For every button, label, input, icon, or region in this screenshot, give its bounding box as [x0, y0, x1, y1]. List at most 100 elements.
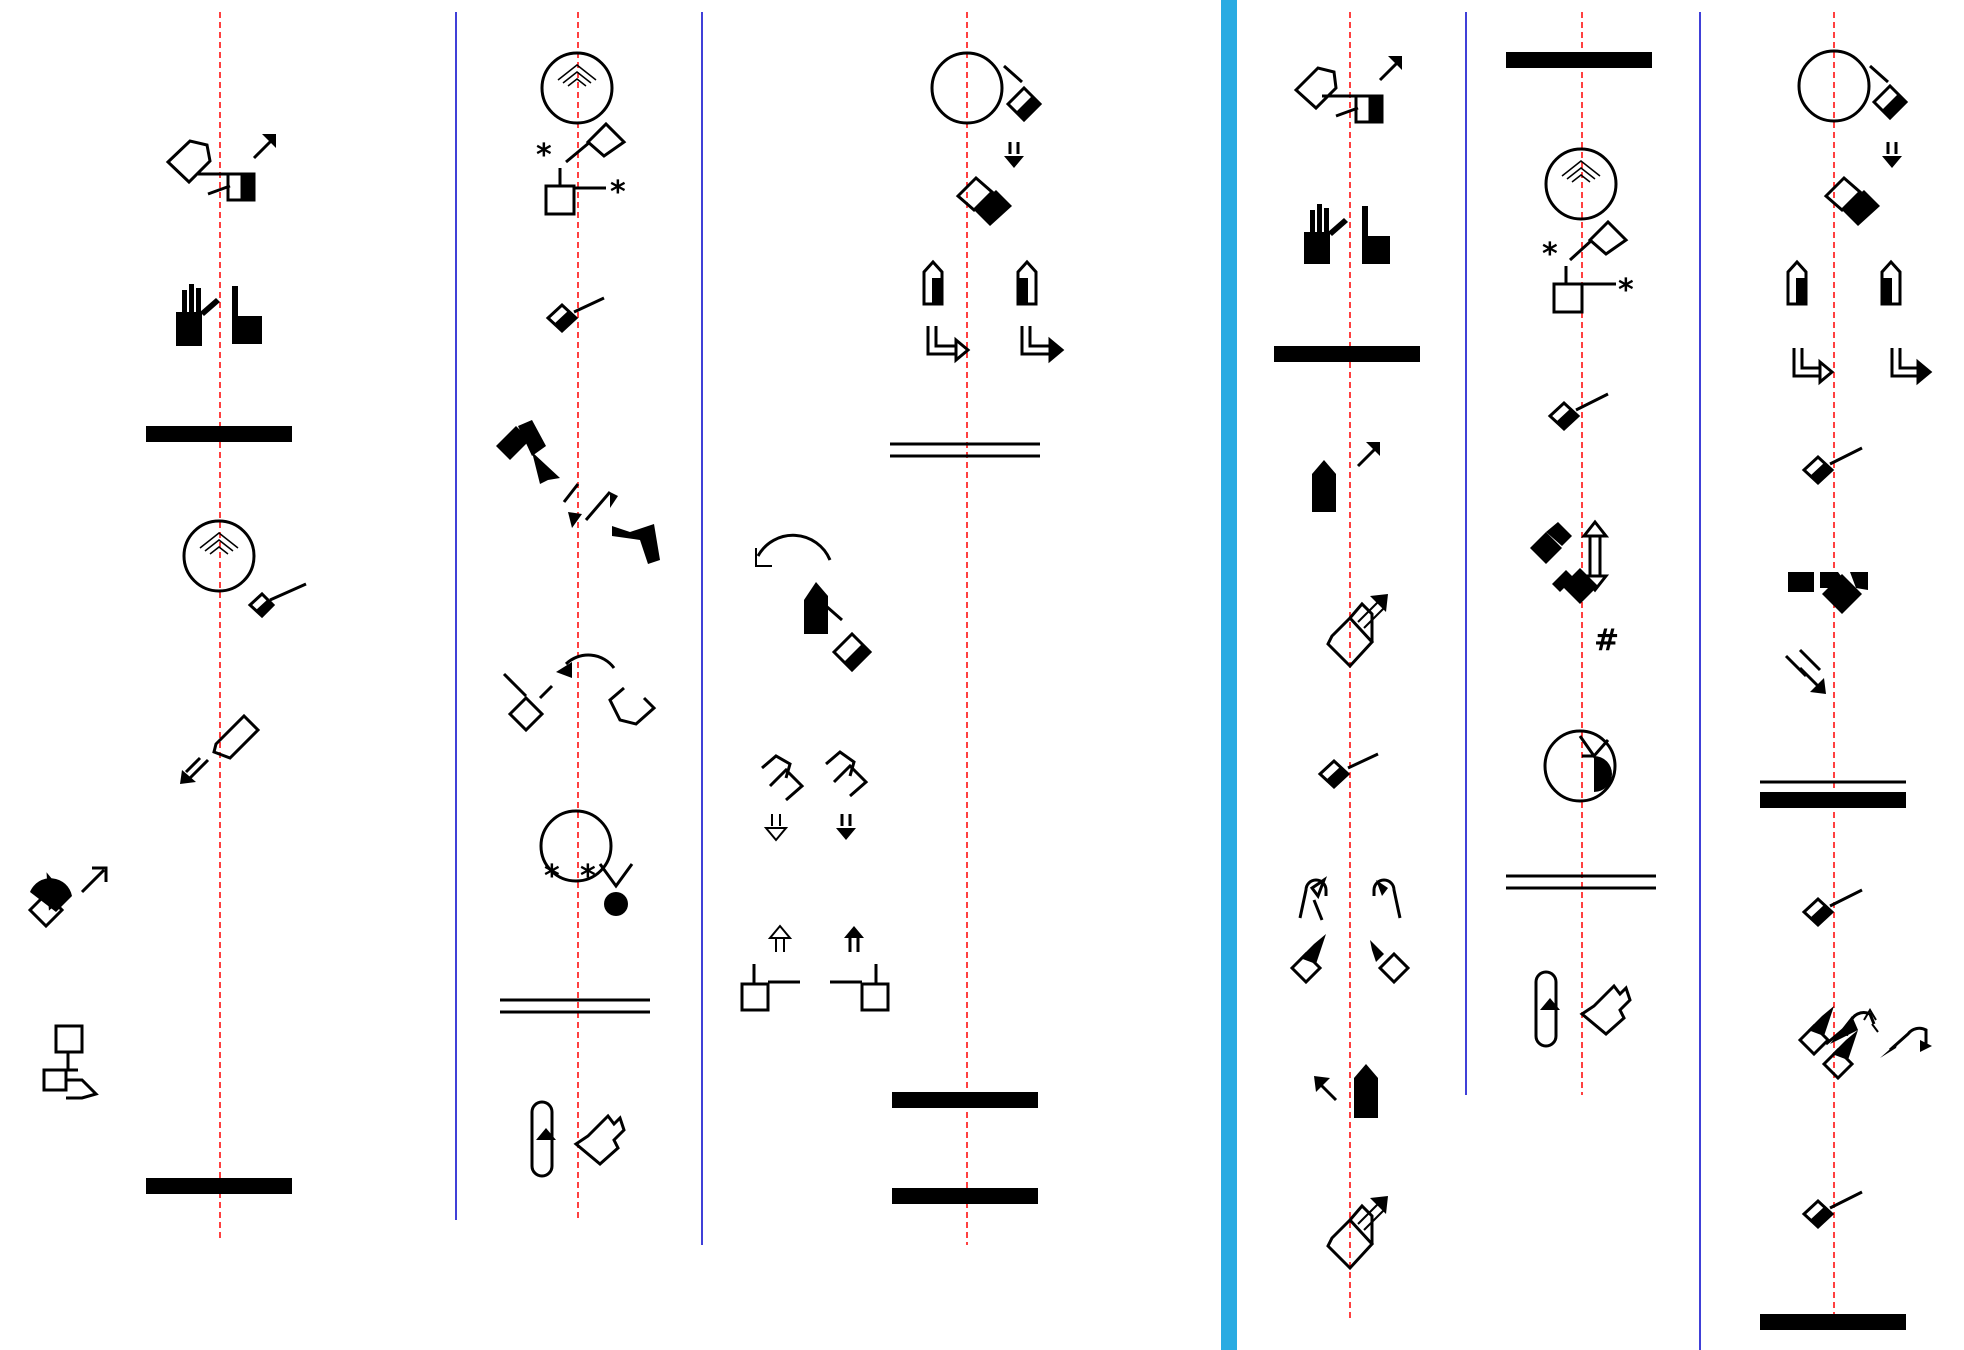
- line-icon: [1312, 899, 1324, 921]
- bent-arrow-icon: [926, 326, 956, 356]
- index-hand-contact-symbol: [1801, 446, 1863, 486]
- hand-shape-icon: [518, 420, 546, 456]
- hands-with-vertical-arrows-symbol: #: [1530, 519, 1619, 658]
- hand-outline-icon: [768, 767, 805, 802]
- line-icon: [1871, 1023, 1879, 1033]
- hand-outline-icon: [573, 1113, 626, 1166]
- hand-outline-icon: [1348, 1203, 1374, 1244]
- hand-fill-icon: [1882, 278, 1892, 304]
- hand-shape-icon: [212, 713, 261, 760]
- arrow-shaft-icon: [1363, 607, 1385, 629]
- curved-arrows-hands-symbol: [1797, 1006, 1932, 1081]
- arrow-head-icon: [1376, 880, 1388, 896]
- twisting-hand-movement-symbol: [496, 420, 660, 564]
- arrow-head-icon: [262, 134, 276, 148]
- index-hand-icon: [232, 286, 238, 344]
- column-4: [740, 533, 890, 1012]
- flat-hands-pair-symbol: [1788, 572, 1868, 614]
- arrow-head-icon: [536, 1128, 556, 1140]
- bent-arrows-pair-symbol: [1792, 348, 1933, 386]
- contact-line-icon: [825, 604, 843, 622]
- arrow-head-icon: [1916, 358, 1933, 386]
- index-hand-contact-symbol: [545, 296, 605, 334]
- box-hands-right-symbol: [42, 1024, 99, 1100]
- contact-line-icon: [1829, 1190, 1863, 1210]
- arrow-shaft-icon: [186, 758, 210, 782]
- arrow-shaft-icon: [80, 868, 106, 894]
- hand-outline-icon: [1823, 175, 1863, 213]
- hand-arrow-diagonal-symbol: [1326, 1196, 1388, 1271]
- hand-shape-icon: [598, 863, 634, 889]
- bent-arrow-icon: [1800, 348, 1820, 370]
- column-6: * * #: [1506, 52, 1656, 1048]
- contact-line-icon: [1869, 64, 1889, 84]
- arrow-head-icon: [1836, 1020, 1852, 1036]
- column-2: * * * *: [496, 51, 660, 1178]
- arrow-head-icon: [1812, 1034, 1840, 1056]
- hand-diamond-icon: [507, 695, 545, 733]
- arrow-shaft-icon: [1798, 648, 1822, 672]
- hand-outline-icon: [1377, 951, 1411, 985]
- contact-line-icon: [1003, 64, 1023, 84]
- hand-fill-icon: [256, 599, 273, 616]
- fist-and-index-hand-symbol: [176, 284, 262, 346]
- curved-arrow-icon: [1298, 878, 1328, 919]
- arrow-shaft-icon: [1357, 601, 1379, 623]
- arrow-head-icon: [1366, 442, 1380, 456]
- hand-fill-icon: [932, 278, 942, 304]
- hand-outline-icon: [46, 872, 66, 911]
- arrow-shaft-icon: [562, 483, 580, 503]
- bar-symbol: [892, 1092, 1038, 1108]
- pinch-hand-move-out-symbol: [1293, 56, 1402, 124]
- hand-fill-icon: [1808, 1006, 1834, 1036]
- hand-fill-icon: [1016, 96, 1040, 120]
- margin-symbols: [27, 866, 108, 1100]
- fist-and-index-hand-symbol: [1304, 204, 1390, 264]
- arrow-head-icon: [1580, 574, 1610, 593]
- finger-icon: [1310, 210, 1315, 234]
- upward-arrows-pair-symbol: [922, 259, 1038, 306]
- hand-fill-icon: [804, 582, 828, 634]
- finger-icon: [200, 298, 220, 316]
- panel-divider: [1221, 0, 1237, 1350]
- hand-fill-icon: [1810, 905, 1832, 925]
- fist-icon: [1304, 232, 1330, 264]
- star-symbol: *: [1618, 273, 1634, 308]
- bent-arrow-icon: [934, 326, 956, 348]
- finger-icon: [189, 284, 194, 312]
- arrow-head-icon: [1540, 998, 1560, 1010]
- arrow-head-icon: [844, 926, 864, 938]
- fist-icon: [176, 312, 202, 346]
- arrow-head-icon: [1810, 678, 1826, 694]
- hand-outline-icon: [1289, 951, 1323, 985]
- hand-shape-icon: [496, 426, 530, 460]
- hand-fill-icon: [1810, 463, 1832, 483]
- face-circle-icon: [539, 809, 613, 883]
- finger-icon: [1324, 208, 1329, 234]
- arrow-head-icon: [1880, 1042, 1898, 1058]
- index-hand-contact-symbol: [1801, 1190, 1863, 1230]
- hand-fill-icon: [1850, 572, 1868, 590]
- contact-line-icon: [1335, 106, 1359, 118]
- contact-line-icon: [207, 184, 231, 196]
- contact-line-icon: [1829, 888, 1863, 908]
- hand-fill-icon: [1312, 460, 1336, 512]
- double-line-symbol: [890, 442, 1040, 458]
- guide-lines: [219, 12, 1835, 1320]
- column-separators: [455, 12, 1701, 1350]
- bar-symbol: [146, 426, 292, 442]
- hand-outline-icon: [1326, 1217, 1375, 1271]
- arrow-head-icon: [1048, 336, 1065, 364]
- hand-arrow-up-symbol: [1312, 442, 1380, 512]
- hand-shape-icon: [532, 452, 560, 484]
- arrow-head-icon: [836, 828, 856, 840]
- face-detail-icon: [199, 532, 239, 555]
- face-with-hand-contact-symbol: [182, 519, 307, 619]
- bent-arrow-icon: [1890, 348, 1918, 378]
- bar-symbol: [1760, 1314, 1906, 1330]
- hand-shape-icon: [585, 121, 627, 158]
- hand-arrow-up-left-symbol: [1314, 1064, 1378, 1118]
- star-symbol: *: [544, 859, 560, 894]
- hand-fill-icon: [974, 190, 1012, 226]
- contact-line-icon: [538, 684, 554, 700]
